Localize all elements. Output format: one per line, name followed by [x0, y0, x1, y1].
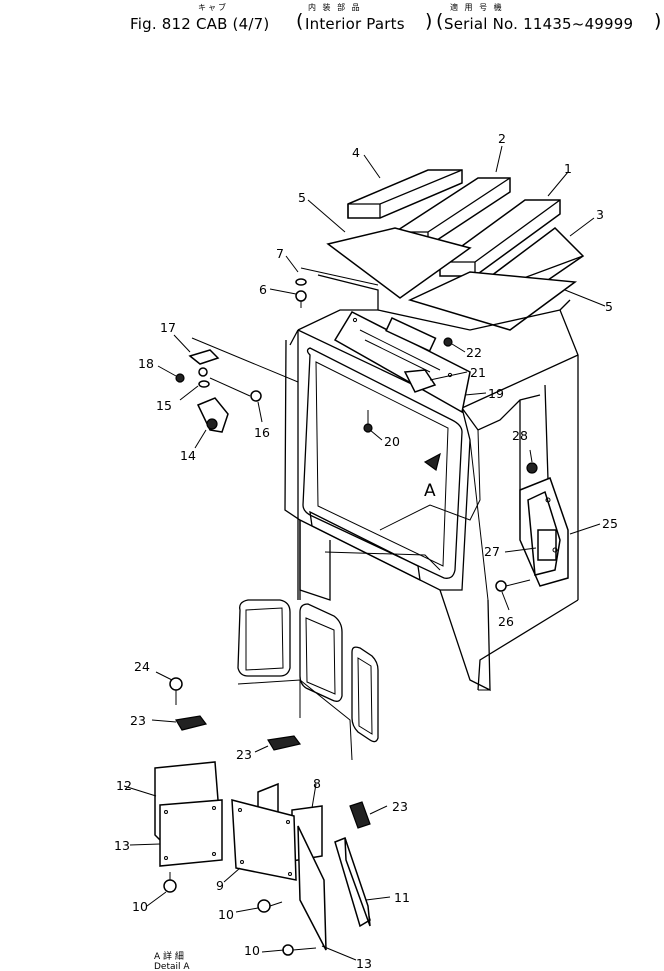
callout-17: 17 — [160, 320, 176, 335]
leader-line — [300, 267, 379, 286]
callout-1: 1 — [564, 161, 572, 176]
washer-7 — [295, 278, 307, 286]
switch-plate — [385, 317, 437, 352]
callout-23-a: 23 — [130, 713, 146, 728]
header-bracket-assembly — [333, 311, 471, 414]
callout-27: 27 — [484, 544, 500, 559]
figure-header: キャブ 内 装 部 品 適 用 号 機 Fig. 812 CAB (4/7) (… — [0, 0, 664, 40]
door-lock-assembly — [495, 462, 569, 592]
bolt-28 — [526, 462, 538, 474]
jp-cab-label: キャブ — [198, 3, 228, 12]
callout-10-c: 10 — [244, 943, 260, 958]
bolt-10-b — [257, 899, 283, 913]
callout-11: 11 — [394, 890, 410, 905]
figure-title: Fig. 812 CAB (4/7) — [130, 15, 270, 33]
callout-13-a: 13 — [114, 838, 130, 853]
callout-12: 12 — [116, 778, 132, 793]
callout-18: 18 — [138, 356, 154, 371]
callout-labels: 1 2 3 4 5 5 6 7 8 9 10 10 10 11 12 13 13… — [114, 131, 618, 971]
lock-27 — [537, 529, 557, 561]
plate-13-left-holes — [164, 806, 216, 860]
serial-label: Serial No. 11435~49999 — [444, 15, 634, 33]
detail-a-label: Detail A — [154, 962, 190, 971]
callout-leaders — [123, 145, 606, 961]
callout-7: 7 — [276, 246, 284, 261]
plate-9 — [231, 799, 297, 881]
bolt-18 — [175, 373, 185, 383]
plate-13-left — [159, 799, 223, 867]
callout-13-b: 13 — [356, 956, 372, 971]
cover-assembly — [175, 337, 299, 433]
plate-9-holes — [238, 808, 292, 876]
callout-6: 6 — [259, 282, 267, 297]
bolt-6 — [295, 290, 307, 308]
callout-21: 21 — [470, 365, 486, 380]
callout-8: 8 — [313, 776, 321, 791]
washer-15 — [198, 380, 210, 388]
callout-28: 28 — [512, 428, 528, 443]
screw-22 — [443, 337, 453, 347]
callout-14: 14 — [180, 448, 196, 463]
interior-parts-label: Interior Parts — [305, 15, 405, 33]
plate-13-right — [297, 825, 327, 951]
clip-23-a — [175, 715, 208, 731]
callout-22: 22 — [466, 345, 482, 360]
callout-19: 19 — [488, 386, 504, 401]
view-arrow-a: A — [423, 452, 441, 501]
clip-17 — [198, 367, 208, 377]
callout-9: 9 — [216, 878, 224, 893]
callout-10-b: 10 — [218, 907, 234, 922]
panel-11 — [344, 837, 371, 927]
callout-5-a: 5 — [298, 190, 306, 205]
bolt-20 — [363, 410, 373, 433]
callout-23-c: 23 — [392, 799, 408, 814]
bolt-10-c — [282, 944, 317, 956]
cab-body — [284, 274, 579, 692]
paren-open-1: ( — [296, 10, 304, 32]
paren-open-2: ( — [436, 10, 444, 32]
bolt-10-a — [163, 872, 177, 893]
callout-15: 15 — [156, 398, 172, 413]
callout-25: 25 — [602, 516, 618, 531]
bracket-plate-21 — [403, 369, 437, 393]
clip-23-b — [267, 735, 302, 751]
window-seals — [237, 599, 379, 761]
jp-interior-label: 内 装 部 品 — [308, 3, 362, 12]
paren-close-2: ) — [654, 10, 662, 32]
bolt-24 — [169, 677, 183, 705]
callout-16: 16 — [254, 425, 270, 440]
callout-26: 26 — [498, 614, 514, 629]
clip-23-c — [349, 801, 371, 829]
detail-a-jp-label: A 詳 細 — [154, 950, 184, 962]
callout-3: 3 — [596, 207, 604, 222]
callout-10-a: 10 — [132, 899, 148, 914]
callout-24: 24 — [134, 659, 150, 674]
callout-20: 20 — [384, 434, 400, 449]
roof-panel-4 — [347, 169, 463, 219]
jp-serial-label: 適 用 号 機 — [450, 3, 504, 12]
callout-23-b: 23 — [236, 747, 252, 762]
paren-close-1: ) — [425, 10, 433, 32]
roof-liner-sheet-front — [326, 227, 472, 299]
callout-4: 4 — [352, 145, 360, 160]
roof-liner-sheet-rear — [407, 271, 578, 331]
callout-5-b: 5 — [605, 299, 613, 314]
bolt-26 — [495, 580, 507, 592]
bracket-17 — [188, 349, 220, 365]
view-marker-label: A — [424, 481, 436, 501]
screw-16 — [250, 390, 262, 402]
callout-2: 2 — [498, 131, 506, 146]
